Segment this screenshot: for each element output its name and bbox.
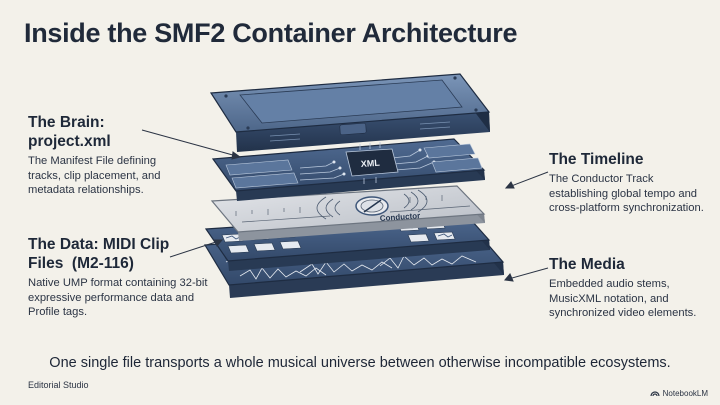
brain-description: The Manifest File defining tracks, clip …	[28, 155, 161, 196]
conductor-baton-icon	[363, 199, 382, 213]
data-heading: The Data: MIDI Clip Files (M2-116)	[28, 235, 208, 273]
conductor-label: Conductor	[380, 211, 421, 223]
lid-side-vents	[269, 121, 451, 142]
brain-callout-arrow	[141, 129, 241, 158]
manifest-track-panels	[225, 143, 483, 189]
xml-chip-label: XML	[360, 158, 380, 169]
data-description: Native UMP format containing 32-bit expr…	[28, 277, 208, 318]
notebooklm-logo-icon	[650, 391, 660, 397]
studio-credit: Editorial Studio	[28, 380, 89, 390]
media-heading: The Media	[549, 256, 625, 273]
timeline-ruler	[235, 195, 471, 223]
data-heading-line2: Files (M2-116)	[28, 255, 134, 272]
manifest-layer: XML	[211, 138, 486, 201]
timeline-callout: The Timeline The Conductor Track establi…	[549, 150, 709, 216]
container-lid	[209, 73, 491, 152]
brand-name: NotebookLM	[662, 389, 708, 398]
page-title: Inside the SMF2 Container Architecture	[24, 18, 518, 48]
lid-latch	[339, 122, 367, 136]
data-heading-line1: The Data: MIDI Clip	[28, 236, 170, 253]
brain-heading: The Brain: project.xml	[28, 113, 178, 151]
brain-heading-line1: The Brain:	[28, 114, 105, 131]
brain-callout: The Brain: project.xml The Manifest File…	[28, 113, 178, 198]
timeline-heading: The Timeline	[549, 151, 644, 168]
conductor-layer: Conductor	[210, 185, 486, 241]
callout-arrows	[141, 129, 549, 282]
xml-chip	[345, 148, 399, 177]
brand-mark: NotebookLM	[650, 389, 708, 398]
brain-heading-line2: project.xml	[28, 133, 111, 150]
lid-screws	[224, 76, 478, 130]
media-description: Embedded audio stems, MusicXML notation,…	[549, 278, 697, 319]
circuit-traces	[299, 142, 435, 184]
summary-statement: One single file transports a whole music…	[49, 355, 671, 371]
media-callout: The Media Embedded audio stems, MusicXML…	[549, 255, 709, 321]
data-callout-arrow	[169, 239, 223, 258]
data-callout: The Data: MIDI Clip Files (M2-116) Nativ…	[28, 235, 208, 320]
tempo-wave-arcs	[316, 189, 428, 220]
timeline-description: The Conductor Track establishing global …	[549, 173, 704, 214]
